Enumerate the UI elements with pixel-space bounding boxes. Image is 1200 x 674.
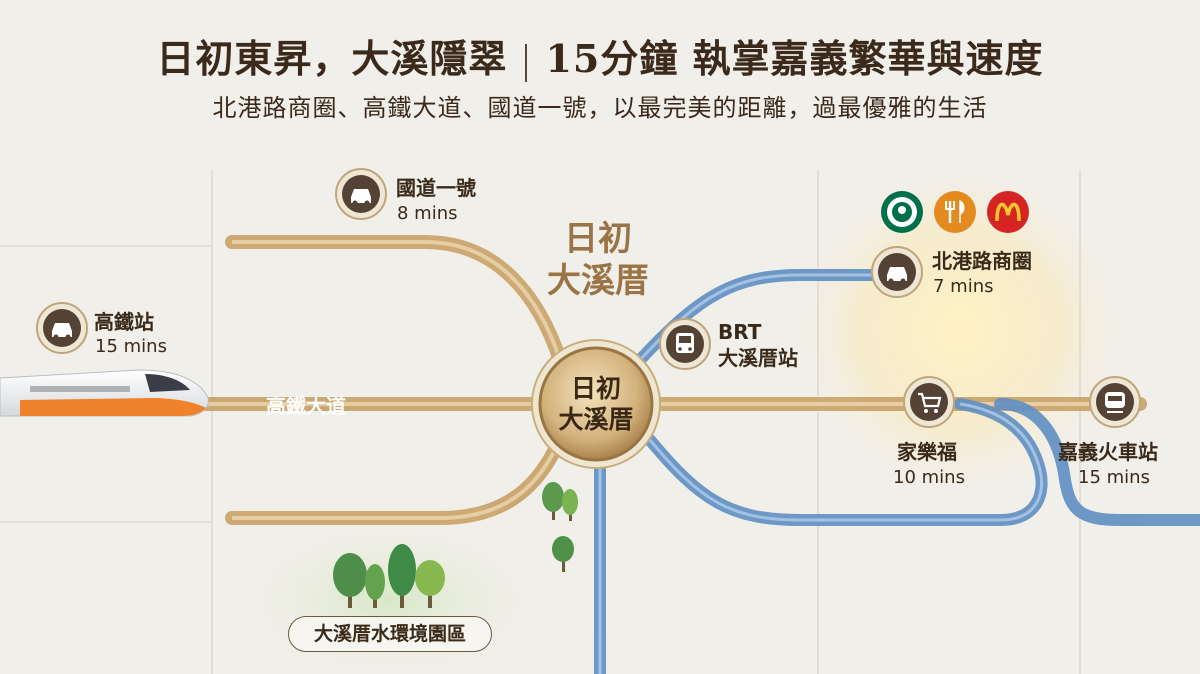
cart-icon — [903, 376, 955, 428]
freeway-name: 國道一號 — [396, 176, 476, 200]
bus-icon — [659, 318, 711, 370]
title-separator — [525, 43, 528, 82]
hub-badge-line2: 大溪厝 — [558, 405, 634, 434]
train-station-time: 15 mins — [1078, 467, 1150, 488]
car-icon — [335, 168, 387, 220]
beigang-time: 7 mins — [933, 276, 994, 297]
car-icon — [36, 302, 88, 354]
carrefour-name: 家樂福 — [897, 440, 957, 464]
commercial-glow — [790, 160, 1130, 500]
hub-badge-line1: 日初 — [570, 374, 621, 403]
hsr-station-name: 高鐵站 — [94, 310, 154, 334]
brt-name-line1: BRT — [718, 320, 762, 344]
hub-badge-label: 日初 大溪厝 — [546, 373, 646, 435]
park-label: 大溪厝水環境園區 — [288, 616, 492, 652]
brt-name-line2: 大溪厝站 — [718, 346, 798, 370]
train-station-name: 嘉義火車站 — [1058, 440, 1158, 464]
title-right: 15分鐘 執掌嘉義繁華與速度 — [545, 36, 1044, 81]
title-left: 日初東昇，大溪隱翠 — [156, 36, 508, 81]
carrefour-time: 10 mins — [893, 467, 965, 488]
train-icon — [1089, 376, 1141, 428]
page-subtitle: 北港路商圈、高鐵大道、國道一號，以最完美的距離，過最優雅的生活 — [212, 94, 988, 122]
park-trees — [333, 544, 445, 608]
road-label-hsr-avenue: 高鐵大道 — [266, 394, 346, 418]
grid-lines — [0, 170, 1081, 674]
hsr-train-illustration — [0, 369, 209, 417]
east-blue-route — [994, 398, 1200, 526]
hub-badge — [531, 339, 661, 469]
tree-cluster-small — [542, 482, 578, 572]
page-title: 日初東昇，大溪隱翠 15分鐘 執掌嘉義繁華與速度 — [0, 28, 1200, 83]
hub-heading: 日初 大溪厝 — [538, 218, 658, 302]
restaurant-icon — [934, 191, 976, 233]
south-route — [225, 433, 567, 525]
hsr-station-time: 15 mins — [95, 336, 167, 357]
freeway-route — [225, 235, 567, 367]
car-icon — [871, 246, 923, 298]
mcdonalds-icon — [987, 191, 1029, 233]
hub-heading-line2: 大溪厝 — [547, 261, 649, 301]
beigang-name: 北港路商圈 — [932, 249, 1032, 273]
starbucks-icon — [881, 191, 923, 233]
hub-heading-line1: 日初 — [564, 219, 632, 259]
freeway-time: 8 mins — [397, 203, 458, 224]
